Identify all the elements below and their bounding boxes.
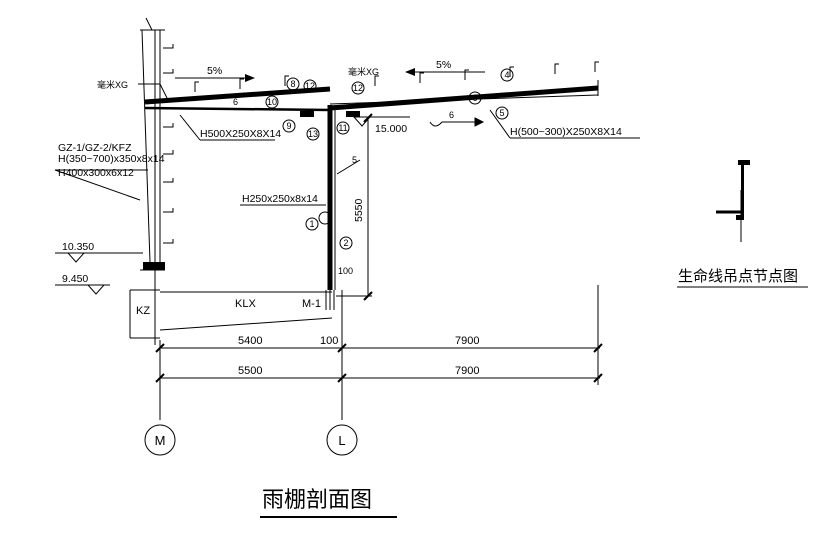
callout-10: 11 <box>338 123 347 133</box>
callout-8: 9 <box>286 121 291 131</box>
elevation-markers <box>55 116 410 295</box>
sym-5: 5 <box>352 155 357 165</box>
dim-100-top: 100 <box>338 266 353 276</box>
center-column-label: H250x250x8x14 <box>242 193 318 205</box>
right-beam-label: H(500~300)X250X8X14 <box>510 126 622 138</box>
elev-top: 15.000 <box>375 123 407 135</box>
dimension-lines <box>155 113 603 420</box>
xg-right: 毫米XG <box>348 66 379 77</box>
sym-6b: 6 <box>449 110 454 120</box>
slope-arrows <box>175 68 485 82</box>
elev-10350: 10.350 <box>62 241 94 253</box>
callout-2: 2 <box>343 238 348 248</box>
grid-axes <box>144 424 358 456</box>
dim-7900-a: 7900 <box>455 335 479 347</box>
drawing-title: 雨棚剖面图 <box>262 488 372 513</box>
klx-beam-outline <box>159 291 333 331</box>
lifeline-detail <box>716 160 750 242</box>
detail-title: 生命线吊点节点图 <box>678 267 798 285</box>
dim-7900-b: 7900 <box>455 365 479 377</box>
left-beam-label: H500X250X8X14 <box>200 128 281 140</box>
callout-5: 5 <box>499 108 504 118</box>
xg-left: 毫米XG <box>97 79 128 90</box>
left-column-spec-2: H(350~700)x350x8x14 <box>58 153 165 165</box>
callout-11: 12 <box>305 81 315 91</box>
callout-bubbles <box>265 68 514 250</box>
slope-right: 5% <box>436 59 451 71</box>
callout-12: 12 <box>353 83 363 93</box>
dim-100: 100 <box>320 335 338 347</box>
slope-left: 5% <box>207 65 222 77</box>
callout-7: 8 <box>290 79 295 89</box>
elev-9450: 9.450 <box>62 273 88 285</box>
callout-1: 1 <box>309 219 314 229</box>
left-column-spec-3: H400x300x6x12 <box>58 167 134 179</box>
kz-label: KZ <box>136 305 150 317</box>
dim-5500: 5500 <box>238 365 262 377</box>
m1-label: M-1 <box>302 298 321 310</box>
callout-4: 4 <box>504 70 509 80</box>
canopy-beams <box>144 61 599 112</box>
klx-label: KLX <box>235 298 256 310</box>
leaders <box>54 83 640 206</box>
callout-13: 13 <box>308 129 318 139</box>
callout-9: 10 <box>267 97 277 107</box>
callout-6: 6 <box>472 93 477 103</box>
axis-l: L <box>338 433 345 448</box>
height-dim: 5550 <box>353 198 365 222</box>
axis-m: M <box>155 433 166 448</box>
left-column-spec-1: GZ-1/GZ-2/KFZ <box>58 142 132 154</box>
dim-5400: 5400 <box>238 335 262 347</box>
left-wall <box>129 17 174 345</box>
sym-6a: 6 <box>233 97 238 107</box>
center-column <box>300 105 360 310</box>
